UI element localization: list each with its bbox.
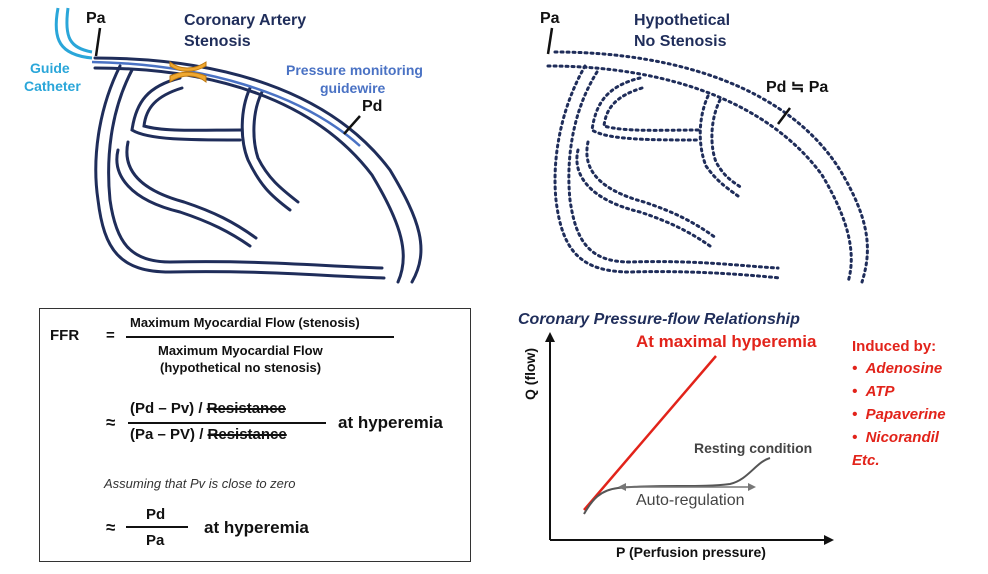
assumption-note: Assuming that Pv is close to zero [104,476,296,491]
left-title-line2: Stenosis [184,33,251,50]
guide-catheter [54,7,93,60]
stenosis-plaque-bottom [169,71,207,84]
hyperemia-label: At maximal hyperemia [636,332,817,351]
at-hyperemia-2: at hyperemia [204,518,309,537]
right-title-line1: Hypothetical [634,12,731,29]
wire-label-line2: guidewire [320,80,386,96]
autoreg-arrow-left-head [618,483,626,491]
guide-label-line2: Catheter [24,78,81,94]
stenosis-plaque-top [169,60,207,72]
numerator-flow-stenosis: Maximum Myocardial Flow (stenosis) [130,315,360,330]
left-title-line1: Coronary Artery [184,12,307,29]
resting-curve [583,457,771,515]
graph-title: Coronary Pressure-flow Relationship [518,311,800,328]
induced-heading: Induced by: [852,338,937,355]
left-pd-label: Pd [362,98,383,115]
denominator-flow-line1: Maximum Myocardial Flow [158,343,323,358]
ffr-formula-box [39,308,471,562]
induced-item-atp-text: ATP [865,383,895,400]
ffr-label: FFR [50,327,80,344]
numerator-pressure-text: (Pd – Pv) / [130,400,207,417]
ffr-equals: = [106,327,115,344]
approx-sign-2: ≈ [106,518,116,537]
fraction-bar-1 [126,336,394,338]
left-pa-label: Pa [86,10,106,27]
pressure-guidewire [91,60,361,147]
resting-label: Resting condition [694,440,813,456]
right-pa-label: Pa [540,10,560,27]
denominator-flow-line2: (hypothetical no stenosis) [160,360,322,375]
hyperemia-line [583,355,717,511]
guide-label-line1: Guide [30,60,70,76]
induced-item-adenosine: • Adenosine [852,360,943,377]
y-axis-arrow [545,332,555,342]
wire-label-line1: Pressure monitoring [286,62,423,78]
autoreg-arrow-right-head [748,483,756,491]
y-axis-label: Q (flow) [522,347,538,400]
induced-item-papaverine-text: Papaverine [865,406,946,423]
denominator-resistance: Resistance [207,426,287,443]
x-axis-label: P (Perfusion pressure) [616,544,766,560]
numerator-resistance: Resistance [206,400,286,417]
denominator-pressure: (Pa – PV) / Resistance [130,426,287,443]
induced-etc: Etc. [852,452,880,469]
fraction-bar-2 [128,422,326,424]
fraction-bar-3 [126,526,188,528]
numerator-pd: Pd [146,506,166,523]
denominator-pa: Pa [146,532,165,549]
numerator-pressure: (Pd – Pv) / Resistance [130,400,286,417]
denominator-pressure-text: (Pa – PV) / [130,426,208,443]
right-title-line2: No Stenosis [634,33,727,50]
induced-item-atp: • ATP [852,383,895,400]
approx-sign-1: ≈ [106,413,116,432]
induced-item-nicorandil: • Nicorandil [852,429,939,446]
at-hyperemia-1: at hyperemia [338,413,443,432]
right-pd-pa-label: Pd ≒ Pa [766,79,829,96]
autoreg-label: Auto-regulation [636,492,745,509]
x-axis-arrow [824,535,834,545]
right-vessel-tree [546,50,869,284]
induced-item-papaverine: • Papaverine [852,406,946,423]
induced-item-adenosine-text: Adenosine [865,360,943,377]
induced-item-nicorandil-text: Nicorandil [865,429,939,446]
